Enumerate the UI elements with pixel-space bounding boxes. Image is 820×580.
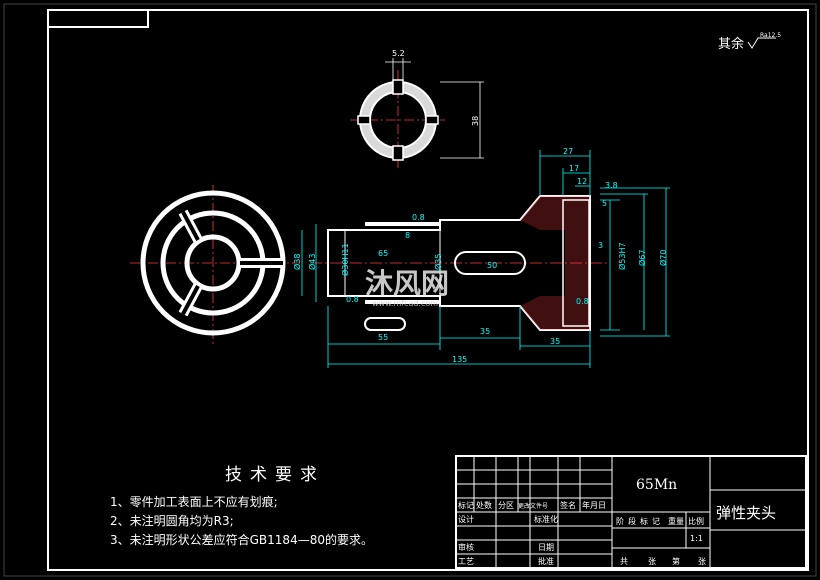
dim-135: 135 (452, 355, 467, 364)
dim-3-8: 3.8 (605, 181, 618, 190)
watermark: 沐风网 www.mfcad.com (365, 267, 449, 308)
tb-part-name: 弹性夹头 (716, 504, 776, 522)
tb-scale: 1:1 (690, 534, 703, 543)
title-block (455, 455, 807, 569)
tb-bottom-2: 第 (672, 556, 680, 566)
tb-mid-0: 标准化 (534, 514, 558, 524)
technical-requirements: 技术要求 1、零件加工表面上不应有划痕; 2、未注明圆角均为R3; 3、未注明形… (110, 460, 440, 550)
dim-phi38: Ø38 (292, 254, 302, 270)
dim-50: 50 (487, 261, 497, 270)
dim-phi67: Ø67 (637, 250, 647, 266)
dim-8: 8 (405, 231, 410, 240)
tb-header-0: 标记 (458, 500, 474, 510)
tb-header-1: 处数 (476, 500, 492, 510)
dim-35-b: 35 (550, 337, 560, 346)
tb-material: 65Mn (636, 477, 677, 493)
tb-stage-0: 阶 (616, 516, 624, 526)
corner-box (47, 9, 149, 28)
tb-stage-3: 记 (652, 517, 660, 526)
roughness-label: 其余 (718, 36, 744, 52)
dim-12: 12 (577, 177, 587, 186)
surface-roughness-note: 其余 Ra12.5 (718, 32, 781, 52)
tb-mid-2: 日期 (538, 543, 554, 552)
dim-0-8-a: 0.8 (412, 213, 425, 222)
tb-stage-4: 重量 (668, 516, 684, 526)
dim-35-a: 35 (480, 327, 490, 336)
tb-stage-5: 比例 (688, 516, 704, 526)
tb-left-0: 设计 (458, 514, 474, 524)
outer-frame (3, 3, 817, 577)
tech-requirements-title: 技术要求 (225, 465, 325, 485)
dim-0-8-b: 0.8 (576, 297, 589, 306)
dim-27: 27 (563, 147, 573, 156)
dim-3: 3 (598, 241, 603, 250)
section-view: 5.2 38 (350, 49, 484, 168)
dim-5: 5 (602, 199, 607, 208)
dim-0-8-c: 0.8 (346, 295, 359, 304)
drawing-frame (47, 9, 809, 571)
tb-bottom-0: 共 (620, 557, 628, 566)
dim-slot-width: 5.2 (392, 49, 405, 58)
tb-mid-1: 批准 (538, 556, 554, 566)
tb-bottom-3: 张 (698, 557, 706, 566)
roughness-icon (747, 37, 776, 49)
dim-phi53h7: Ø53H7 (617, 242, 627, 270)
dim-phi30: Ø30H11 (340, 243, 350, 276)
tech-requirement-3: 3、未注明形状公差应符合GB1184—80的要求。 (110, 533, 373, 547)
dim-55: 55 (378, 333, 388, 342)
dim-phi35: Ø35 (433, 254, 443, 270)
tb-bottom-1: 张 (648, 557, 656, 566)
tb-header-2: 分区 (498, 501, 514, 510)
tb-stage-2: 标 (640, 516, 648, 526)
dim-phi43: Ø43 (307, 254, 317, 270)
watermark-main: 沐风网 (365, 267, 449, 300)
tb-stage-1: 段 (628, 516, 636, 526)
title-block-text: 标记 处数 分区 更改文件号 签名 年月日 设计 审核 工艺 标准化 批准 日期… (458, 500, 706, 566)
tb-header-4: 签名 (560, 500, 576, 510)
tb-left-1: 审核 (458, 542, 474, 552)
watermark-url: www.mfcad.com (372, 299, 438, 308)
tech-requirement-2: 2、未注明圆角均为R3; (110, 514, 234, 528)
tb-left-2: 工艺 (458, 557, 474, 566)
tb-header-3: 更改文件号 (518, 502, 548, 510)
dim-17: 17 (569, 164, 579, 173)
roughness-symbol: Ra12.5 (760, 32, 781, 39)
tb-header-5: 年月日 (582, 500, 606, 510)
dim-phi70: Ø70 (658, 250, 668, 266)
dim-section-height: 38 (471, 116, 480, 126)
end-view (130, 185, 300, 345)
tech-requirement-1: 1、零件加工表面上不应有划痕; (110, 495, 278, 509)
dim-65: 65 (378, 249, 388, 258)
main-view: 27 17 12 3.8 5 3 Ø53H7 Ø67 Ø70 Ø38 Ø43 Ø… (292, 147, 670, 368)
